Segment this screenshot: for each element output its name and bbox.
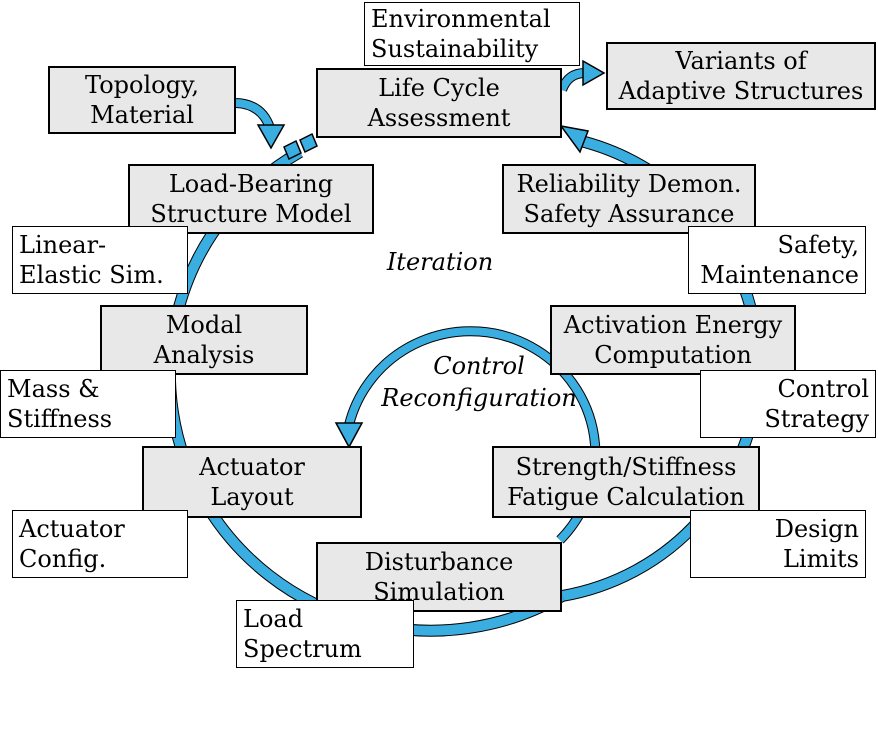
linear-elastic-note: Linear- Elastic Sim. — [12, 226, 188, 294]
dashed-connector — [283, 132, 318, 161]
modal-analysis-step: Modal Analysis — [100, 305, 308, 375]
control-reconfiguration-label: Control Reconfiguration — [381, 352, 577, 412]
activation-energy-step: Activation Energy Computation — [550, 305, 796, 375]
safety-maintenance-note: Safety, Maintenance — [688, 226, 866, 294]
life-cycle-assessment-step: Life Cycle Assessment — [316, 68, 562, 138]
mass-stiffness-note: Mass & Stiffness — [0, 370, 176, 438]
variants-output: Variants of Adaptive Structures — [606, 42, 876, 110]
reliability-safety-step: Reliability Demon. Safety Assurance — [502, 164, 756, 234]
iteration-label: Iteration — [386, 248, 494, 276]
output-arrow — [557, 59, 606, 92]
topology-input-arrow — [235, 98, 286, 150]
actuator-layout-step: Actuator Layout — [142, 446, 362, 518]
control-strategy-note: Control Strategy — [700, 370, 876, 438]
strength-fatigue-step: Strength/Stiffness Fatigue Calculation — [492, 446, 760, 518]
environmental-sustainability-input: Environmental Sustainability — [364, 2, 580, 66]
load-bearing-structure-model-step: Load-Bearing Structure Model — [128, 164, 374, 234]
design-limits-note: Design Limits — [690, 510, 866, 578]
topology-material-input: Topology, Material — [48, 66, 236, 134]
load-spectrum-note: Load Spectrum — [236, 600, 414, 668]
actuator-config-note: Actuator Config. — [12, 510, 188, 578]
